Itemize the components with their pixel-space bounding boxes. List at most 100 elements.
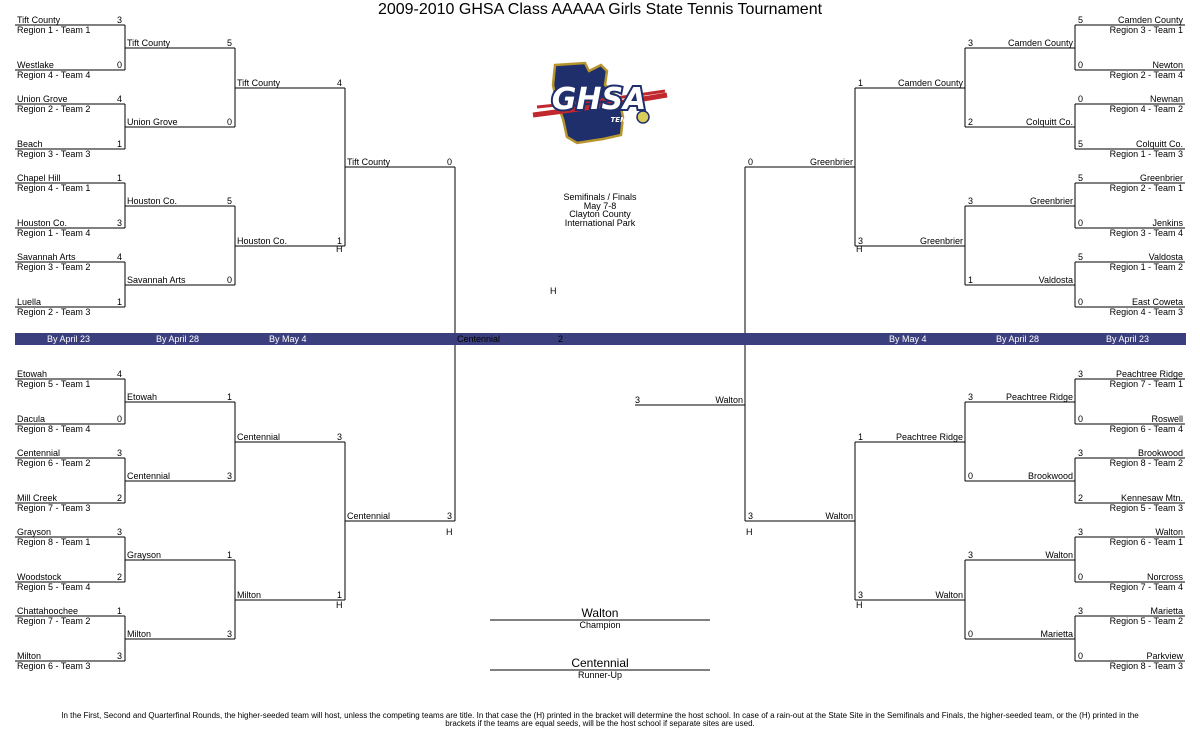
right-r1-score: 3 <box>1078 369 1084 379</box>
host-marker: H <box>746 527 753 537</box>
right-r1-seed-label: Region 4 - Team 3 <box>1109 307 1183 317</box>
left-r1-score: 2 <box>116 572 122 582</box>
left-r3-score: 1 <box>336 590 342 600</box>
left-r2-score: 5 <box>226 196 232 206</box>
right-r2-team-name: Walton <box>1045 550 1073 560</box>
right-r1-score: 0 <box>1078 414 1084 424</box>
left-r1-team-name: Mill Creek <box>17 493 58 503</box>
right-r1-seed-label: Region 7 - Team 1 <box>1109 379 1183 389</box>
right-r4-score: 0 <box>748 157 754 167</box>
left-r1-score: 3 <box>116 218 122 228</box>
right-r2-team-name: Valdosta <box>1038 275 1073 285</box>
left-r1-seed-label: Region 2 - Team 3 <box>17 307 91 317</box>
left-r1-seed-label: Region 4 - Team 1 <box>17 183 91 193</box>
left-r1-seed-label: Region 1 - Team 4 <box>17 228 91 238</box>
right-r1-score: 5 <box>1078 139 1084 149</box>
right-r3-team-name: Greenbrier <box>919 236 963 246</box>
right-r1-team-name: Newton <box>1152 60 1183 70</box>
left-r1-seed-label: Region 6 - Team 2 <box>17 458 91 468</box>
left-r2-score: 3 <box>226 629 232 639</box>
left-r1-score: 3 <box>116 527 122 537</box>
host-marker: H <box>856 244 863 254</box>
champion-team: Walton <box>581 606 619 620</box>
right-r1-score: 0 <box>1078 94 1084 104</box>
right-r3-team-name: Peachtree Ridge <box>895 432 963 442</box>
left-r1-team-name: Savannah Arts <box>17 252 76 262</box>
right-r1-seed-label: Region 1 - Team 3 <box>1109 149 1183 159</box>
venue-info: Semifinals / Finals May 7-8 Clayton Coun… <box>540 193 660 227</box>
left-r1-seed-label: Region 5 - Team 1 <box>17 379 91 389</box>
right-r2-score: 3 <box>968 196 974 206</box>
left-r2-team-name: Tift County <box>127 38 171 48</box>
left-r2-team-name: Etowah <box>127 392 158 402</box>
right-final-score: 3 <box>635 395 641 405</box>
right-final-team-name: Walton <box>715 395 743 405</box>
right-r1-team-name: Kennesaw Mtn. <box>1120 493 1183 503</box>
left-r2-team-name: Union Grove <box>127 117 178 127</box>
left-r3-team-name: Milton <box>237 590 262 600</box>
right-r2-team-name: Greenbrier <box>1029 196 1073 206</box>
left-r1-team-name: Milton <box>17 651 42 661</box>
host-marker: H <box>856 600 863 610</box>
deadline-right-r1: By April 23 <box>1106 334 1150 344</box>
page-title: 2009-2010 GHSA Class AAAAA Girls State T… <box>377 1 823 18</box>
right-r1-seed-label: Region 5 - Team 2 <box>1109 616 1183 626</box>
left-r1-team-name: Westlake <box>17 60 54 70</box>
right-r1-team-name: Brookwood <box>1137 448 1183 458</box>
right-r2-score: 1 <box>968 275 974 285</box>
left-r1-team-name: Union Grove <box>17 94 68 104</box>
left-r1-team-name: Beach <box>17 139 43 149</box>
left-final-team-name: Centennial <box>457 334 501 344</box>
left-r1-score: 3 <box>116 15 122 25</box>
left-r1-team-name: Chattahoochee <box>17 606 79 616</box>
right-r1-score: 5 <box>1078 15 1084 25</box>
right-r1-team-name: East Coweta <box>1131 297 1183 307</box>
left-r1-score: 1 <box>116 606 122 616</box>
right-r1-score: 0 <box>1078 572 1084 582</box>
runner-up-team: Centennial <box>571 656 629 670</box>
right-r1-team-name: Colquitt Co. <box>1135 139 1183 149</box>
right-r1-score: 5 <box>1078 252 1084 262</box>
left-r1-team-name: Chapel Hill <box>17 173 61 183</box>
right-r1-seed-label: Region 6 - Team 4 <box>1109 424 1183 434</box>
left-r4-score: 0 <box>446 157 452 167</box>
left-r1-seed-label: Region 7 - Team 2 <box>17 616 91 626</box>
left-r1-team-name: Etowah <box>17 369 48 379</box>
right-r3-team-name: Camden County <box>897 78 963 88</box>
left-r4-team-name: Centennial <box>347 511 391 521</box>
right-r1-team-name: Peachtree Ridge <box>1115 369 1183 379</box>
right-r4-score: 3 <box>748 511 754 521</box>
deadline-right-r2: By April 28 <box>996 334 1040 344</box>
right-r1-score: 3 <box>1078 606 1084 616</box>
right-r2-score: 0 <box>968 629 974 639</box>
left-r2-score: 5 <box>226 38 232 48</box>
venue-county: Clayton County <box>569 209 631 219</box>
right-r1-team-name: Camden County <box>1117 15 1183 25</box>
footnote-line-1: In the First, Second and Quarterfinal Ro… <box>61 711 1139 720</box>
right-r2-score: 2 <box>968 117 974 127</box>
left-r3-team-name: Tift County <box>237 78 281 88</box>
right-r2-team-name: Colquitt Co. <box>1025 117 1073 127</box>
right-r1-team-name: Walton <box>1155 527 1183 537</box>
right-r1-score: 3 <box>1078 527 1084 537</box>
left-r1-score: 4 <box>116 369 122 379</box>
right-r1-score: 0 <box>1078 651 1084 661</box>
right-r2-team-name: Brookwood <box>1027 471 1073 481</box>
ghsa-tennis-logo: GHSA TENNIS <box>527 55 672 147</box>
left-r2-team-name: Milton <box>127 629 152 639</box>
right-r3-score: 1 <box>858 78 864 88</box>
left-r2-team-name: Houston Co. <box>127 196 178 206</box>
left-r2-score: 0 <box>226 275 232 285</box>
right-r3-score: 1 <box>858 432 864 442</box>
host-marker: H <box>550 286 557 296</box>
left-r1-seed-label: Region 2 - Team 2 <box>17 104 91 114</box>
champion-label: Champion <box>579 620 621 630</box>
left-r1-score: 2 <box>116 493 122 503</box>
left-r1-score: 4 <box>116 252 122 262</box>
right-r2-score: 0 <box>968 471 974 481</box>
right-r1-team-name: Parkview <box>1146 651 1183 661</box>
right-r1-score: 0 <box>1078 297 1084 307</box>
round-deadline-band: By April 23 By April 28 By May 4 By May … <box>15 333 1186 345</box>
left-r2-team-name: Centennial <box>127 471 171 481</box>
